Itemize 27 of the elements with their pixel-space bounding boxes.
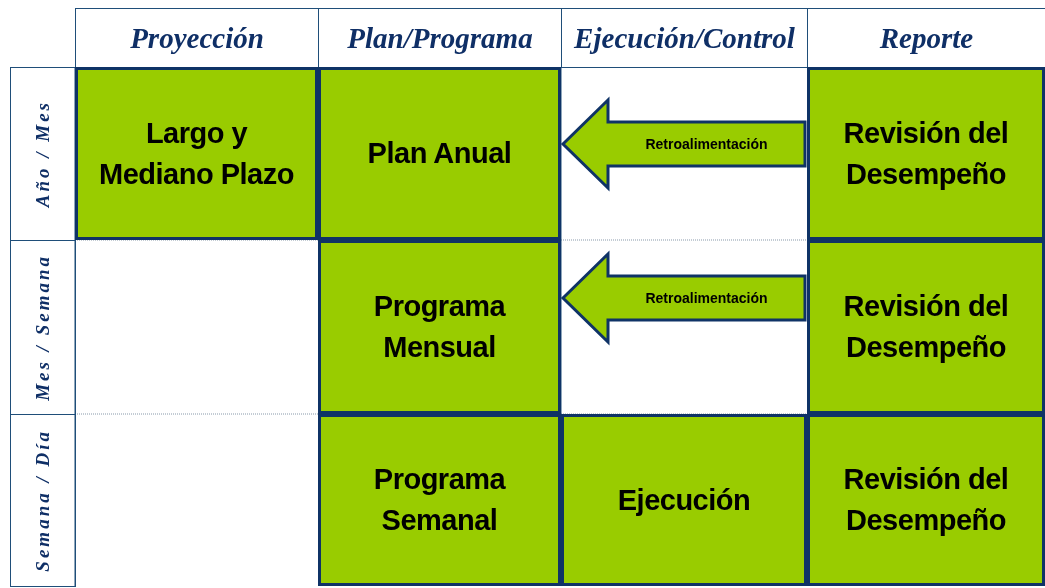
process-box xyxy=(807,240,1045,414)
box-label: Revisión del Desempeño xyxy=(842,115,1010,192)
row-header: Semana / Día xyxy=(32,429,54,572)
block-arrow xyxy=(560,250,807,346)
edge-label: Retroalimentación xyxy=(645,290,768,306)
column-header: Proyección xyxy=(130,21,264,55)
process-box xyxy=(318,67,561,240)
process-box xyxy=(561,414,807,586)
process-box xyxy=(807,67,1045,240)
process-box xyxy=(75,67,318,240)
row-header: Año / Mes xyxy=(32,100,54,208)
column-header: Plan/Programa xyxy=(347,21,533,55)
box-label: Largo y Mediano Plazo xyxy=(99,115,294,192)
box-label: Programa Semanal xyxy=(372,462,507,538)
box-label: Plan Anual xyxy=(367,136,512,172)
process-box xyxy=(318,240,561,414)
box-label: Revisión del Desempeño xyxy=(842,289,1010,365)
edge-label: Retroalimentación xyxy=(645,136,768,152)
block-arrow xyxy=(560,96,807,192)
box-label: Revisión del Desempeño xyxy=(842,462,1010,538)
box-label: Programa Mensual xyxy=(372,289,507,365)
row-header: Mes / Semana xyxy=(32,254,54,401)
process-box xyxy=(318,414,561,586)
column-header: Ejecución/Control xyxy=(574,21,795,55)
process-box xyxy=(807,414,1045,586)
column-header: Reporte xyxy=(879,21,974,55)
box-label: Ejecución xyxy=(617,482,751,518)
